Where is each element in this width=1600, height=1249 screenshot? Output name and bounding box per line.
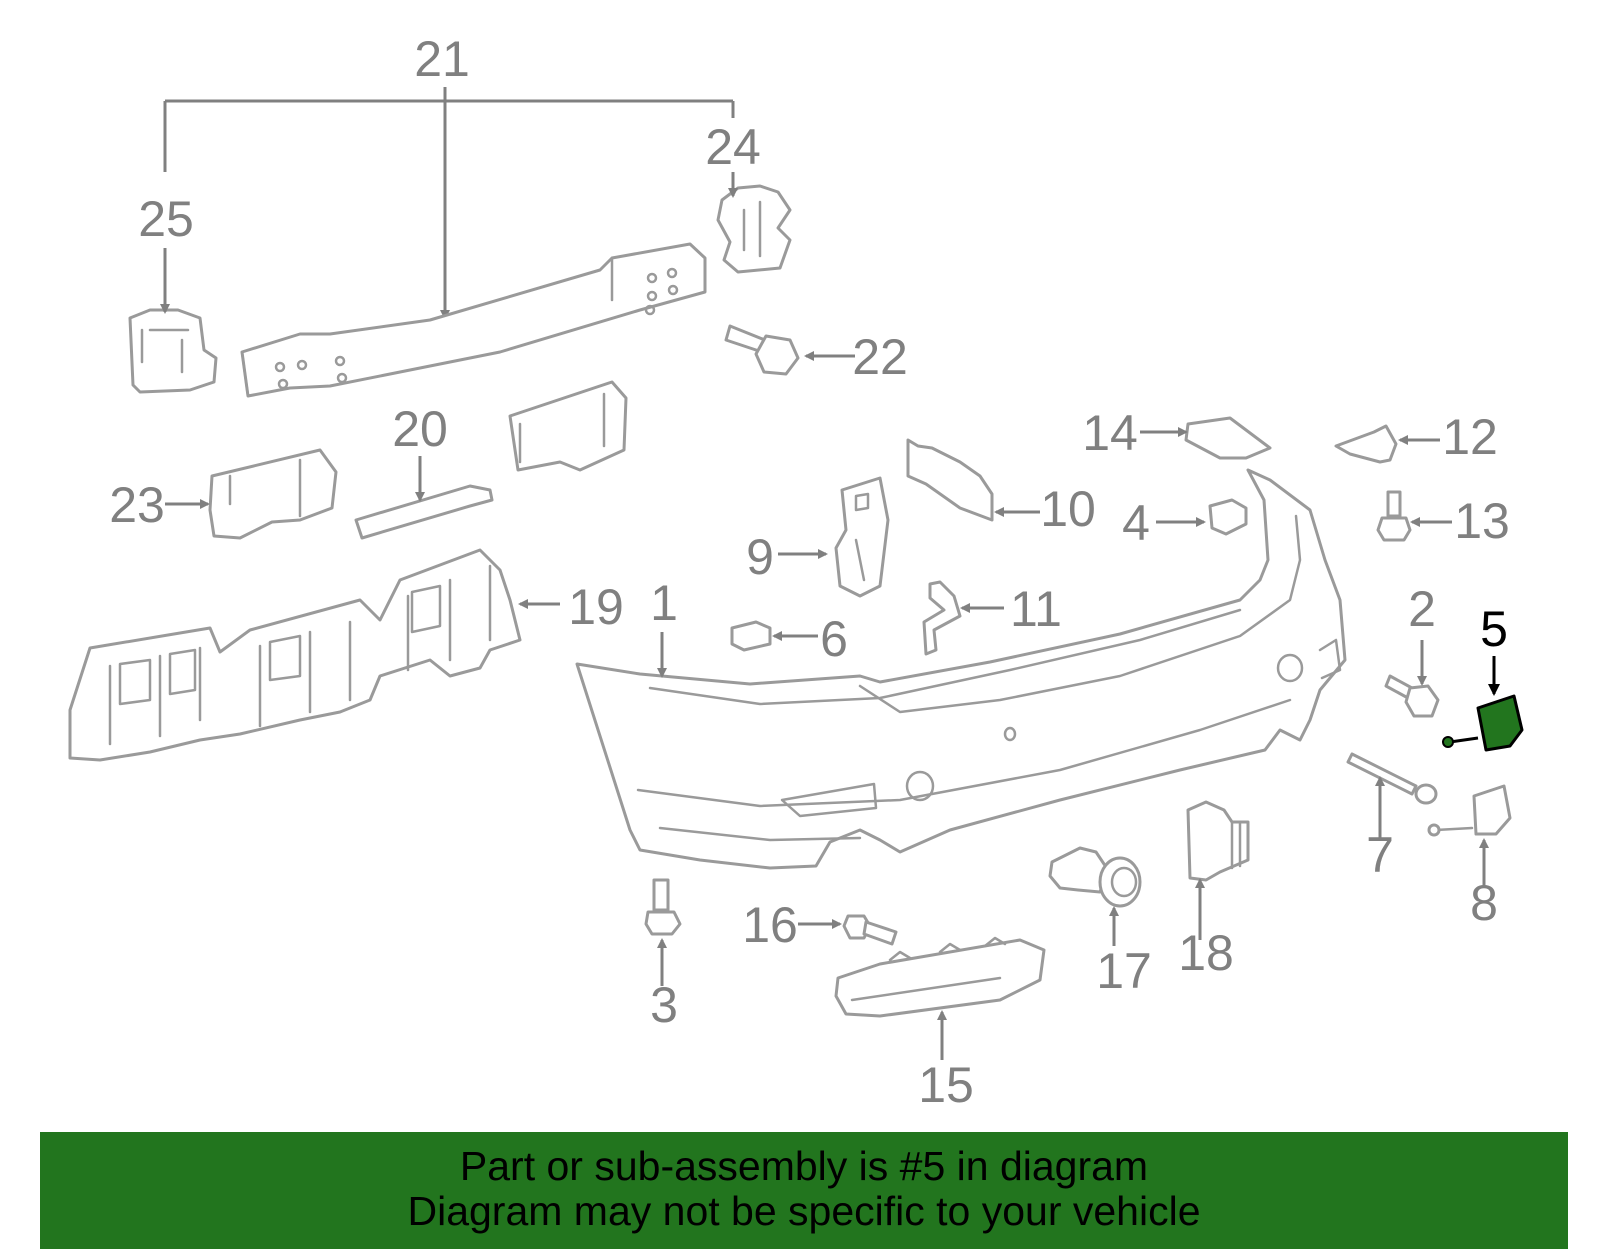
callout-1: 1 — [650, 575, 678, 631]
part-20-retainer[interactable] — [354, 456, 494, 540]
callout-6: 6 — [820, 611, 848, 667]
part-22-bolt[interactable] — [724, 324, 855, 376]
part-21-bracket-lines — [163, 87, 735, 320]
part-1-bumper-cover[interactable] — [575, 468, 1347, 870]
callout-7: 7 — [1366, 827, 1394, 883]
callout-12: 12 — [1442, 409, 1498, 465]
callout-24: 24 — [705, 119, 761, 175]
callout-4: 4 — [1122, 495, 1150, 551]
callout-23: 23 — [109, 477, 165, 533]
part-3-bolt[interactable] — [644, 878, 682, 986]
part-24-bracket[interactable] — [716, 172, 792, 274]
part-4-nut[interactable] — [1156, 498, 1248, 536]
callout-19: 19 — [568, 579, 624, 635]
part-12-bracket[interactable] — [1334, 424, 1440, 464]
part-2-bolt[interactable] — [1384, 640, 1440, 718]
banner-line-part: Part or sub-assembly is #5 in diagram — [459, 1143, 1149, 1189]
diagram-notice-banner: Part or sub-assembly is #5 in diagram Di… — [40, 1132, 1568, 1249]
part-18-retainer[interactable] — [1186, 800, 1250, 940]
callout-11: 11 — [1010, 581, 1062, 637]
part-11-bracket[interactable] — [922, 580, 1004, 656]
callout-13: 13 — [1454, 493, 1510, 549]
callout-25: 25 — [138, 191, 194, 247]
part-14-bracket[interactable] — [1140, 416, 1272, 460]
banner-line-disclaimer: Diagram may not be specific to your vehi… — [407, 1188, 1201, 1234]
callout-16: 16 — [742, 897, 798, 953]
part-15-reflector[interactable] — [834, 936, 1046, 1060]
part-16-bolt[interactable] — [798, 914, 898, 946]
part-25-bracket[interactable] — [128, 248, 218, 394]
part-8-cover[interactable] — [1427, 784, 1512, 886]
callout-3: 3 — [650, 977, 678, 1033]
part-5-tow-hook-cover[interactable] — [1442, 656, 1524, 752]
callout-8: 8 — [1470, 875, 1498, 931]
part-10-bracket[interactable] — [906, 438, 1040, 522]
callout-labels: 21 24 25 22 20 23 14 12 10 4 13 9 19 1 1… — [109, 31, 1510, 1113]
callout-20: 20 — [392, 401, 448, 457]
part-13-bolt[interactable] — [1376, 490, 1452, 542]
parts-diagram: 21 24 25 22 20 23 14 12 10 4 13 9 19 1 1… — [68, 31, 1524, 1113]
callout-15: 15 — [918, 1057, 974, 1113]
callout-17: 17 — [1096, 943, 1152, 999]
callout-9: 9 — [746, 529, 774, 585]
part-17-sensor[interactable] — [1048, 846, 1142, 946]
part-7-tow-eye[interactable] — [1346, 752, 1438, 838]
callout-2: 2 — [1408, 581, 1436, 637]
callout-22: 22 — [852, 329, 908, 385]
part-19-energy-absorber[interactable] — [68, 548, 560, 762]
callout-21: 21 — [414, 31, 470, 87]
part-21-reinforcement[interactable] — [240, 242, 707, 398]
part-9-bracket[interactable] — [778, 476, 890, 598]
part-23-absorber[interactable] — [165, 448, 338, 540]
callout-10: 10 — [1040, 481, 1096, 537]
callout-14: 14 — [1082, 405, 1138, 461]
callout-18: 18 — [1178, 925, 1234, 981]
absorber-unlabeled — [508, 380, 628, 472]
part-6-clip[interactable] — [730, 620, 818, 652]
callout-5: 5 — [1480, 601, 1508, 657]
